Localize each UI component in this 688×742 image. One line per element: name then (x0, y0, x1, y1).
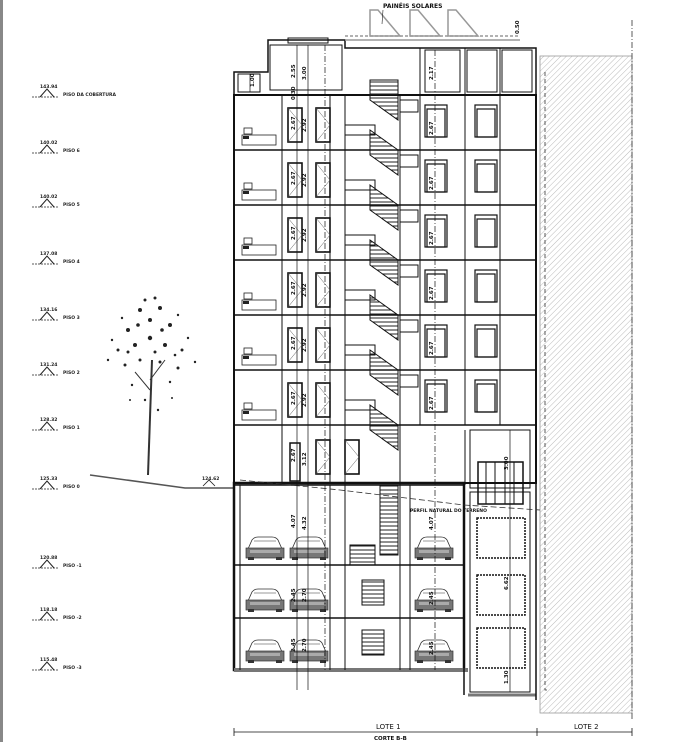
ramp-block (476, 461, 526, 669)
solar-panels (345, 9, 520, 41)
level-value: 125.33 (40, 476, 57, 482)
svg-text:2.67: 2.67 (291, 448, 297, 462)
doors (287, 107, 360, 482)
svg-text:2.67: 2.67 (291, 116, 297, 130)
level-value: 128.32 (40, 417, 57, 423)
tree-illustration (106, 296, 197, 476)
level-name: PISO 2 (63, 370, 80, 376)
level-value: 140.02 (40, 194, 57, 200)
svg-text:2.67: 2.67 (291, 281, 297, 295)
svg-text:2.67: 2.67 (291, 336, 297, 350)
lote2-hatched-area (539, 55, 633, 714)
level-value: 140.02 (40, 140, 57, 146)
svg-text:1.30: 1.30 (504, 670, 510, 684)
level-name: PISO 5 (63, 202, 80, 208)
level-name: PISO DA COBERTURA (63, 92, 116, 98)
level-value: 118.18 (40, 607, 57, 613)
level-markers (32, 88, 58, 671)
svg-text:124.62: 124.62 (202, 476, 219, 482)
dimension-labels: 1.00 2.55 3.00 0.30 2.67 2.92 2.67 2.92 … (250, 64, 510, 684)
svg-text:2.67: 2.67 (429, 396, 435, 410)
level-name: PISO 4 (63, 259, 80, 265)
svg-text:2.67: 2.67 (291, 171, 297, 185)
section-title: CORTE B-B (374, 736, 407, 742)
svg-text:2.45: 2.45 (291, 588, 297, 602)
level-value: 143.94 (40, 84, 57, 90)
svg-text:2.92: 2.92 (302, 228, 308, 242)
level-name: PISO 0 (63, 484, 80, 490)
dimension-lines (249, 45, 511, 692)
svg-text:2.67: 2.67 (429, 176, 435, 190)
level-value: 131.24 (40, 362, 57, 368)
svg-text:2.55: 2.55 (291, 64, 297, 78)
lot-1-label: LOTE 1 (376, 723, 401, 731)
svg-text:3.00: 3.00 (302, 66, 308, 80)
svg-text:3.12: 3.12 (302, 452, 308, 466)
svg-text:2.45: 2.45 (429, 641, 435, 655)
svg-text:2.45: 2.45 (291, 638, 297, 652)
level-value: 137.08 (40, 251, 57, 257)
level-name: PISO 3 (63, 315, 80, 321)
svg-text:4.32: 4.32 (302, 516, 308, 530)
right-units (424, 104, 498, 413)
svg-text:4.07: 4.07 (429, 516, 435, 530)
level-name: PISO -1 (63, 563, 82, 569)
street-level-marker: 124.62 (202, 476, 219, 487)
svg-text:6.62: 6.62 (504, 576, 510, 590)
level-value: 134.16 (40, 307, 57, 313)
level-name: PISO -3 (63, 665, 82, 671)
terrain-profile-label: PERFIL NATURAL DO TERRENO (410, 508, 487, 514)
level-name: PISO 1 (63, 425, 80, 431)
terrain-profile (239, 479, 541, 511)
lot-dimension (233, 728, 633, 736)
svg-text:2.92: 2.92 (302, 338, 308, 352)
svg-text:2.67: 2.67 (429, 231, 435, 245)
staircase (344, 79, 419, 656)
svg-text:2.70: 2.70 (302, 638, 308, 652)
svg-text:2.92: 2.92 (302, 393, 308, 407)
solar-panels-label: PAINÉIS SOLARES (383, 2, 442, 10)
svg-text:2.67: 2.67 (291, 391, 297, 405)
svg-text:2.70: 2.70 (302, 588, 308, 602)
svg-text:2.92: 2.92 (302, 173, 308, 187)
page-edge (0, 0, 3, 742)
svg-text:2.92: 2.92 (302, 118, 308, 132)
lot-2-label: LOTE 2 (574, 723, 599, 731)
level-labels: 143.94 PISO DA COBERTURA 140.02 PISO 6 1… (40, 84, 116, 671)
svg-text:2.17: 2.17 (429, 66, 435, 80)
level-value: 120.88 (40, 555, 57, 561)
level-name: PISO 6 (63, 148, 80, 154)
svg-text:0.50: 0.50 (515, 20, 521, 34)
svg-text:0.30: 0.30 (291, 86, 297, 100)
svg-text:2.67: 2.67 (429, 286, 435, 300)
svg-text:2.67: 2.67 (429, 121, 435, 135)
bathroom-fixtures (241, 127, 277, 421)
level-name: PISO -2 (63, 615, 82, 621)
svg-text:2.45: 2.45 (429, 591, 435, 605)
svg-text:2.67: 2.67 (429, 341, 435, 355)
svg-text:1.00: 1.00 (250, 73, 256, 87)
svg-text:2.92: 2.92 (302, 283, 308, 297)
level-value: 115.48 (40, 657, 57, 663)
svg-text:4.07: 4.07 (291, 514, 297, 528)
svg-text:2.67: 2.67 (291, 226, 297, 240)
ground-line (89, 474, 235, 489)
svg-text:3.00: 3.00 (504, 456, 510, 470)
